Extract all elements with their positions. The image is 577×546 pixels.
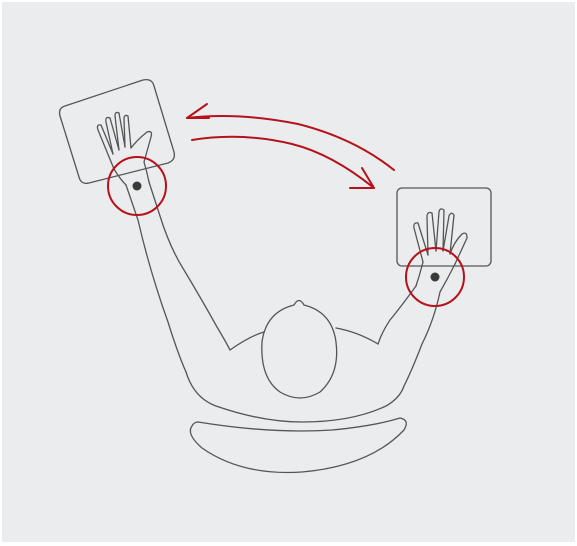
head — [262, 301, 337, 399]
right-arm — [378, 209, 467, 386]
chair-back — [190, 418, 406, 473]
right-wrist-highlight — [406, 248, 464, 306]
lower-arrow — [192, 137, 374, 188]
left-wrist-highlight — [108, 157, 166, 215]
left-arm — [97, 112, 230, 372]
torso — [186, 328, 404, 422]
left-wrist-joint — [133, 182, 142, 191]
movement-arrows — [187, 104, 394, 188]
right-wrist-joint — [431, 273, 440, 282]
